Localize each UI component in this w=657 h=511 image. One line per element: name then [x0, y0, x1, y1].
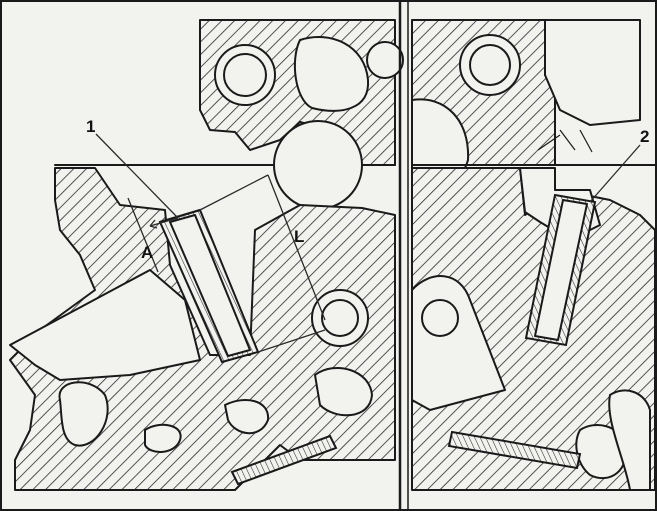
lower-guide-left: [230, 434, 338, 486]
upper-bore-inner-right: [469, 44, 511, 86]
label-2: 2: [640, 127, 649, 146]
cavity-lower-left-2: [144, 423, 182, 453]
valve-guide-2: [524, 193, 597, 347]
main-bore-left: [273, 120, 363, 210]
lifter-bore-right: [421, 299, 459, 337]
left-panel: A L 1: [9, 19, 404, 491]
cavity-lower-left-3: [314, 366, 373, 417]
lifter-bore-inner-left: [321, 299, 359, 337]
cavity-lower-right-2: [608, 389, 651, 491]
port-channel-left: [9, 269, 201, 381]
sketch-marks: [537, 129, 593, 153]
label-l: L: [294, 227, 304, 246]
callout-2: 2: [589, 127, 649, 203]
valve-guide-1: [158, 208, 260, 364]
upper-pocket-left: [293, 35, 370, 112]
upper-right-step: [544, 19, 641, 126]
side-bore-left: [366, 41, 404, 79]
dimension-l: L: [199, 174, 326, 353]
right-panel: 2: [411, 19, 656, 491]
upper-bore-inner-left: [223, 53, 267, 97]
callout-1: 1: [86, 117, 179, 219]
label-1: 1: [86, 117, 95, 136]
dimension-a: A: [127, 197, 179, 273]
cavity-lower-left-4: [224, 399, 270, 435]
lower-guide-right: [447, 430, 582, 470]
cavity-lower-left-1: [58, 381, 109, 447]
label-a: A: [141, 243, 153, 262]
